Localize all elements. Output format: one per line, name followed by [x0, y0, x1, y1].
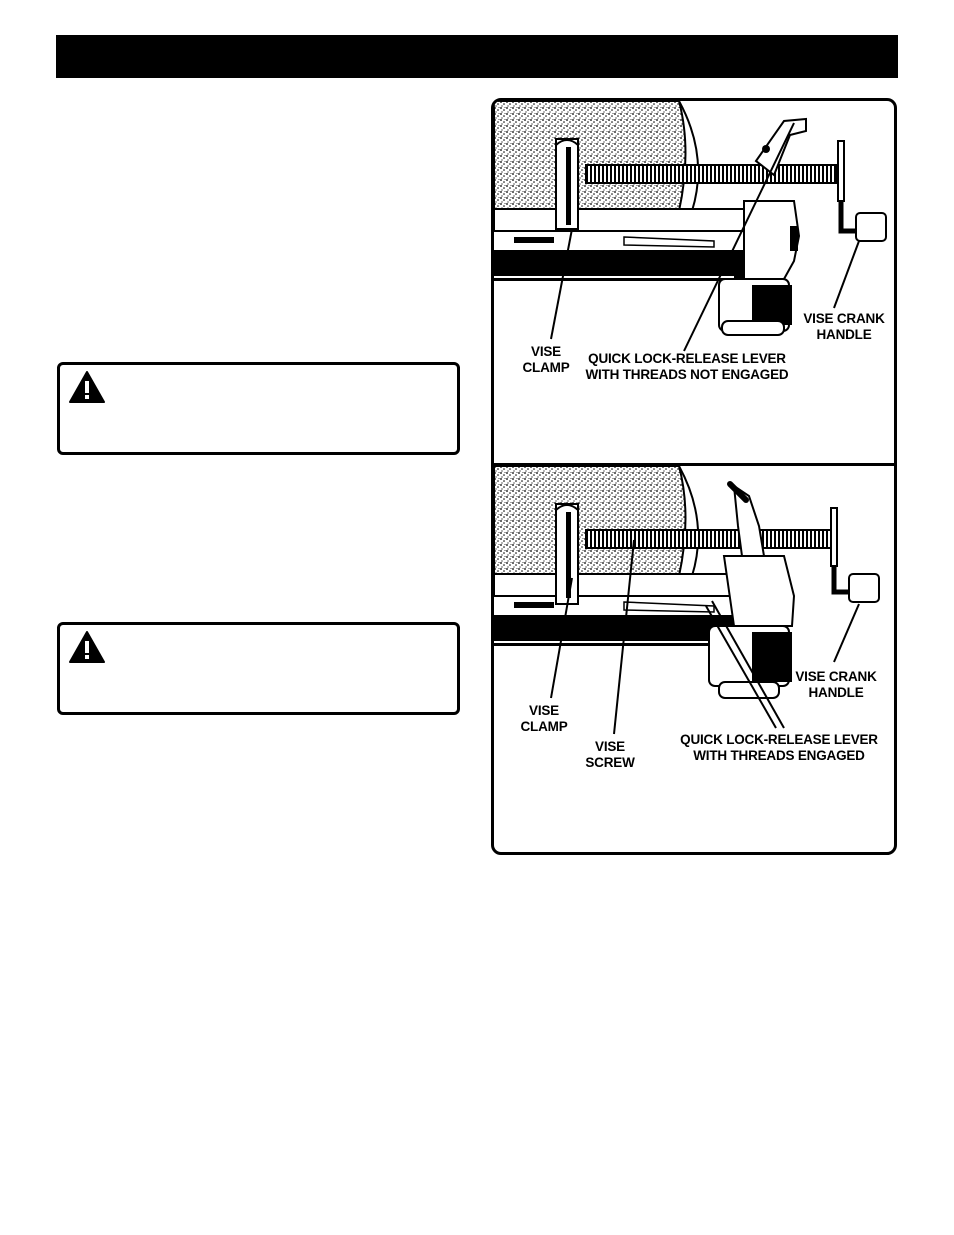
vise-illustration-not-engaged: [494, 101, 887, 352]
warning-triangle-icon: [69, 631, 105, 663]
label-quick-lock-release-lever: QUICK LOCK-RELEASE LEVER WITH THREADS EN…: [680, 732, 878, 763]
label-vise-crank-handle: VISE CRANK HANDLE: [803, 311, 885, 342]
label-vise-clamp: VISE CLAMP: [522, 344, 570, 375]
label-quick-lock-release-lever: QUICK LOCK-RELEASE LEVER WITH THREADS NO…: [585, 351, 789, 382]
header-bar: [56, 35, 898, 78]
warning-box-2: [57, 622, 460, 715]
label-vise-clamp: VISE CLAMP: [520, 703, 568, 734]
warning-box-1: [57, 362, 460, 455]
vise-figure: VISE CLAMP QUICK LOCK-RELEASE LEVER WITH…: [491, 98, 897, 855]
label-vise-crank-handle: VISE CRANK HANDLE: [795, 669, 877, 700]
figure-panel-threads-not-engaged: VISE CLAMP QUICK LOCK-RELEASE LEVER WITH…: [494, 101, 894, 463]
figure-panel-threads-engaged: VISE CLAMP VISE SCREW QUICK LOCK-RELEASE…: [494, 466, 894, 852]
label-vise-screw: VISE SCREW: [585, 739, 635, 770]
vise-illustration-engaged: [494, 466, 880, 735]
figure-divider: [494, 463, 894, 466]
warning-triangle-icon: [69, 371, 105, 403]
